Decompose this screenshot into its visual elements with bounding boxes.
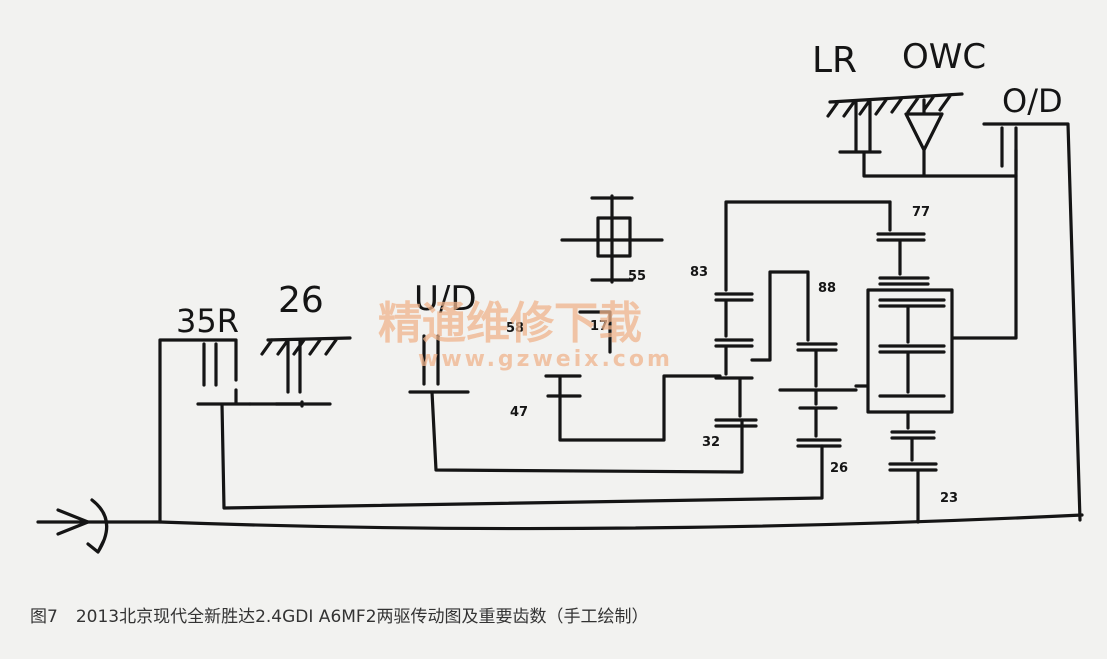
teeth-17: 17 <box>590 319 608 334</box>
label-owc: OWC <box>902 37 986 77</box>
watermark-title: 精通维修下载 <box>378 298 642 349</box>
teeth-26: 26 <box>830 461 848 476</box>
teeth-32: 32 <box>702 435 720 450</box>
label-26-brake: 26 <box>278 280 324 321</box>
label-35r: 35R <box>176 302 239 340</box>
gear-58-17 <box>544 310 722 442</box>
input-shaft <box>36 513 1084 531</box>
teeth-77: 77 <box>912 205 930 220</box>
clutch-ud <box>408 334 744 474</box>
teeth-88: 88 <box>818 281 836 296</box>
gear-77-23 <box>876 200 938 524</box>
watermark-url: www.gzweix.com <box>418 347 673 372</box>
clutch-35r <box>158 338 824 524</box>
figure-caption-text: 2013北京现代全新胜达2.4GDI A6MF2两驱传动图及重要齿数（手工绘制） <box>75 607 649 627</box>
teeth-83: 83 <box>690 265 708 280</box>
element-55 <box>560 194 664 284</box>
gear-88-26 <box>750 270 858 448</box>
clutch-od <box>982 122 1082 522</box>
label-od: O/D <box>1002 82 1063 120</box>
gear-83-32 <box>714 200 892 428</box>
figure-number: 图7 <box>30 607 58 627</box>
brake-lr-owc <box>826 92 1018 178</box>
teeth-55: 55 <box>628 269 646 284</box>
teeth-23: 23 <box>940 491 958 506</box>
teeth-47: 47 <box>510 405 528 420</box>
brake-26 <box>260 336 352 408</box>
label-lr: LR <box>812 40 857 81</box>
figure-caption: 图7 2013北京现代全新胜达2.4GDI A6MF2两驱传动图及重要齿数（手工绘… <box>30 602 667 627</box>
planetary-set <box>854 148 1018 414</box>
teeth-58: 58 <box>506 321 524 336</box>
label-ud: U/D <box>414 279 477 319</box>
input-arrow-icon <box>56 498 109 554</box>
